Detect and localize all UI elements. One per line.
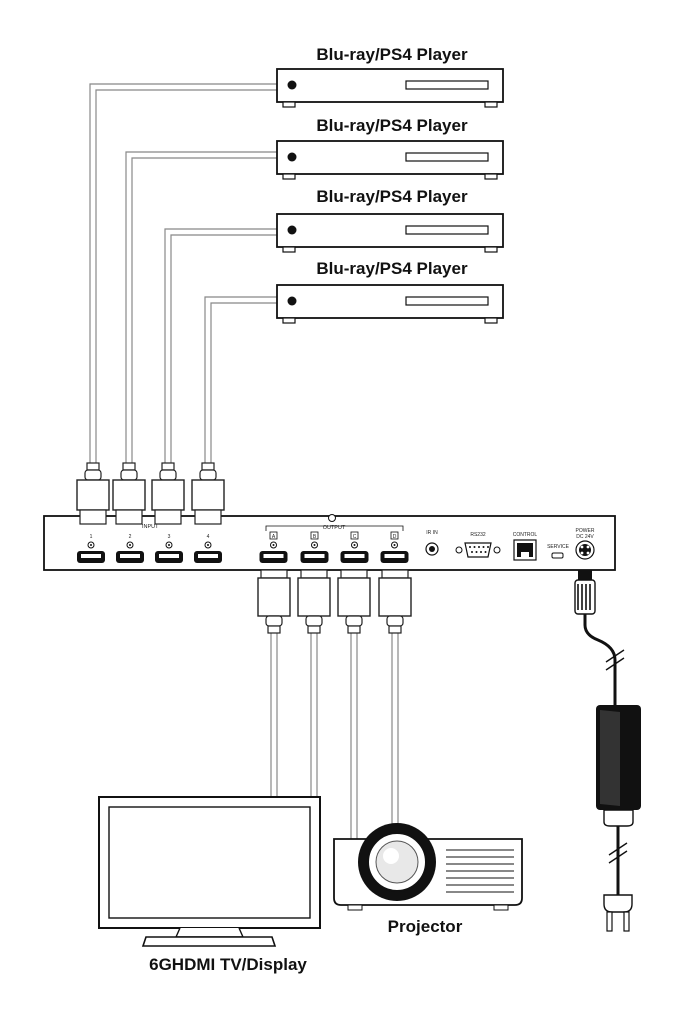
svg-text:B: B bbox=[313, 534, 317, 540]
power-icon bbox=[287, 225, 297, 235]
input-cables bbox=[89, 83, 278, 463]
service-label: SERVICE bbox=[547, 544, 570, 550]
cable-player-2 bbox=[125, 151, 278, 463]
ground-icon bbox=[328, 514, 336, 522]
ir-in-label: IR IN bbox=[426, 530, 438, 536]
projector-label: Projector bbox=[388, 917, 463, 936]
output-label: OUTPUT bbox=[323, 525, 346, 531]
hdmi-plug-c bbox=[337, 569, 371, 634]
power-supply bbox=[574, 570, 641, 932]
ir-in-jack-icon bbox=[425, 542, 439, 556]
player-4: Blu-ray/PS4 Player bbox=[276, 259, 504, 324]
cable-output-b bbox=[310, 633, 318, 796]
cable-player-1 bbox=[89, 83, 278, 463]
player-3-label: Blu-ray/PS4 Player bbox=[316, 187, 468, 206]
input-label: INPUT bbox=[142, 524, 159, 530]
player-2: Blu-ray/PS4 Player bbox=[276, 116, 504, 180]
output-plugs bbox=[257, 569, 412, 634]
hdmi-plug-d bbox=[378, 569, 412, 634]
service-port-icon bbox=[551, 552, 564, 559]
control-port-icon bbox=[513, 539, 537, 561]
power-jack-icon bbox=[575, 540, 595, 560]
cable-player-3 bbox=[164, 228, 278, 463]
player-1: Blu-ray/PS4 Player bbox=[276, 45, 504, 108]
rs232-port-icon bbox=[455, 542, 501, 558]
svg-text:3: 3 bbox=[168, 534, 171, 540]
projector: Projector bbox=[333, 823, 523, 936]
input-port-4: 4 bbox=[194, 534, 222, 563]
hdmi-plug-a bbox=[257, 569, 291, 634]
output-cables bbox=[270, 633, 399, 843]
input-ports: 1 2 3 4 bbox=[77, 534, 222, 563]
output-port-a: A bbox=[259, 531, 288, 563]
svg-text:4: 4 bbox=[207, 534, 210, 540]
input-port-3: 3 bbox=[155, 534, 183, 563]
cable-output-a bbox=[270, 633, 278, 796]
display-label: 6GHDMI TV/Display bbox=[149, 955, 307, 974]
cable-output-d bbox=[391, 633, 399, 830]
output-port-b: B bbox=[300, 531, 329, 563]
control-label: CONTROL bbox=[513, 532, 538, 538]
hdmi-plug-4 bbox=[191, 462, 225, 525]
input-port-1: 1 bbox=[77, 534, 105, 563]
svg-text:A: A bbox=[272, 534, 276, 540]
player-1-label: Blu-ray/PS4 Player bbox=[316, 45, 468, 64]
hdmi-plug-b bbox=[297, 569, 331, 634]
hdmi-plug-3 bbox=[151, 462, 185, 525]
cable-output-c bbox=[350, 633, 358, 843]
hdmi-plug-1 bbox=[76, 462, 110, 525]
hdmi-plug-2 bbox=[112, 462, 146, 525]
cable-player-4 bbox=[204, 296, 278, 463]
projector-lens-icon bbox=[358, 823, 436, 901]
player-3: Blu-ray/PS4 Player bbox=[276, 187, 504, 253]
output-port-d: D bbox=[380, 531, 409, 563]
power-icon bbox=[287, 152, 297, 162]
input-plugs bbox=[76, 462, 225, 525]
player-2-label: Blu-ray/PS4 Player bbox=[316, 116, 468, 135]
power-label: POWER bbox=[576, 528, 595, 534]
rs232-label: RS232 bbox=[470, 532, 486, 538]
svg-text:2: 2 bbox=[129, 534, 132, 540]
tv-display: 6GHDMI TV/Display bbox=[98, 796, 321, 974]
matrix-switcher: INPUT 1 2 3 4 OUTPUT A B C D IR IN RS232 bbox=[43, 514, 616, 571]
svg-text:1: 1 bbox=[90, 534, 93, 540]
power-icon bbox=[287, 296, 297, 306]
svg-text:C: C bbox=[353, 534, 357, 540]
power-icon bbox=[287, 80, 297, 90]
output-ports: A B C D bbox=[259, 531, 409, 563]
wall-plug-icon bbox=[603, 894, 633, 913]
player-4-label: Blu-ray/PS4 Player bbox=[316, 259, 468, 278]
power-voltage-label: DC 24V bbox=[576, 534, 594, 540]
svg-text:D: D bbox=[393, 534, 397, 540]
output-port-c: C bbox=[340, 531, 369, 563]
input-port-2: 2 bbox=[116, 534, 144, 563]
